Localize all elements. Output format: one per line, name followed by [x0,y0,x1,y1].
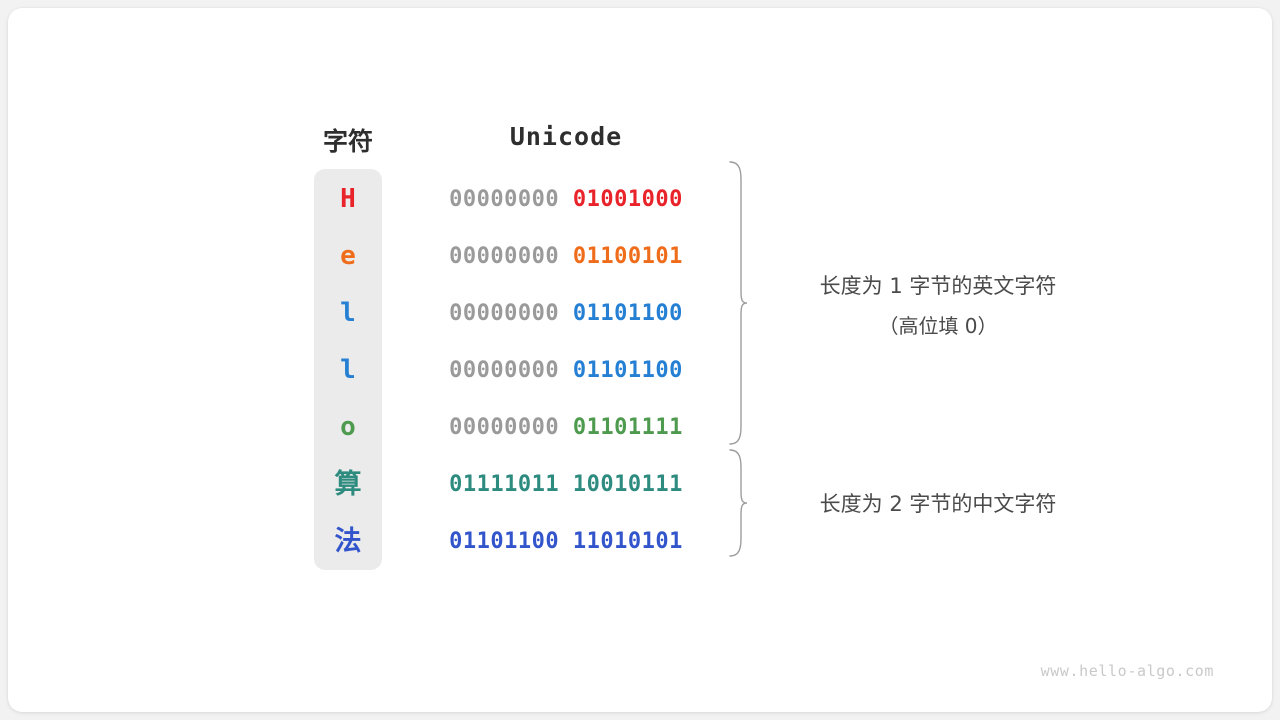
low-byte: 01101100 [572,301,683,326]
unicode-bits-cell: 00000000 01101100 [440,342,692,399]
character-cell: H [340,184,356,214]
brace-cjk [729,449,748,557]
low-byte: 01101100 [572,358,683,383]
unicode-bits-cell: 01101100 11010101 [440,513,692,570]
watermark: www.hello-algo.com [1040,662,1214,680]
character-cell: o [340,412,356,442]
character-cell: 算 [334,469,362,500]
annotation-cjk: 长度为 2 字节的中文字符 [778,488,1098,518]
high-byte: 01101100 [449,529,560,554]
low-byte: 01100101 [572,244,683,269]
unicode-bits-cell: 00000000 01100101 [440,228,692,285]
high-byte: 00000000 [449,244,560,269]
column-header-character: 字符 [322,128,373,156]
high-byte: 00000000 [449,415,560,440]
low-byte: 11010101 [572,529,683,554]
high-byte: 00000000 [449,301,560,326]
column-header-unicode: Unicode [509,122,623,151]
character-cell: e [340,241,356,271]
annotation-ascii: 长度为 1 字节的英文字符 （高位填 0） [778,270,1098,339]
brace-ascii [729,161,748,445]
high-byte: 00000000 [449,187,560,212]
high-byte: 01111011 [449,472,560,497]
low-byte: 01001000 [572,187,683,212]
annotation-ascii-line2: （高位填 0） [878,314,998,338]
unicode-bits-cell: 00000000 01001000 [440,171,692,228]
annotation-ascii-line1: 长度为 1 字节的英文字符 [819,274,1057,298]
unicode-bits-cell: 00000000 01101111 [440,399,692,456]
character-column-background [314,169,382,570]
character-cell: 法 [334,526,362,557]
low-byte: 10010111 [572,472,683,497]
character-cell: l [340,355,356,385]
figure-card: 字符 Unicode H 00000000 01001000 e 00000000 0… [8,8,1272,712]
high-byte: 00000000 [449,358,560,383]
annotation-cjk-line1: 长度为 2 字节的中文字符 [819,492,1057,516]
low-byte: 01101111 [572,415,683,440]
unicode-bits-cell: 00000000 01101100 [440,285,692,342]
unicode-bits-cell: 01111011 10010111 [440,456,692,513]
character-cell: l [340,298,356,328]
